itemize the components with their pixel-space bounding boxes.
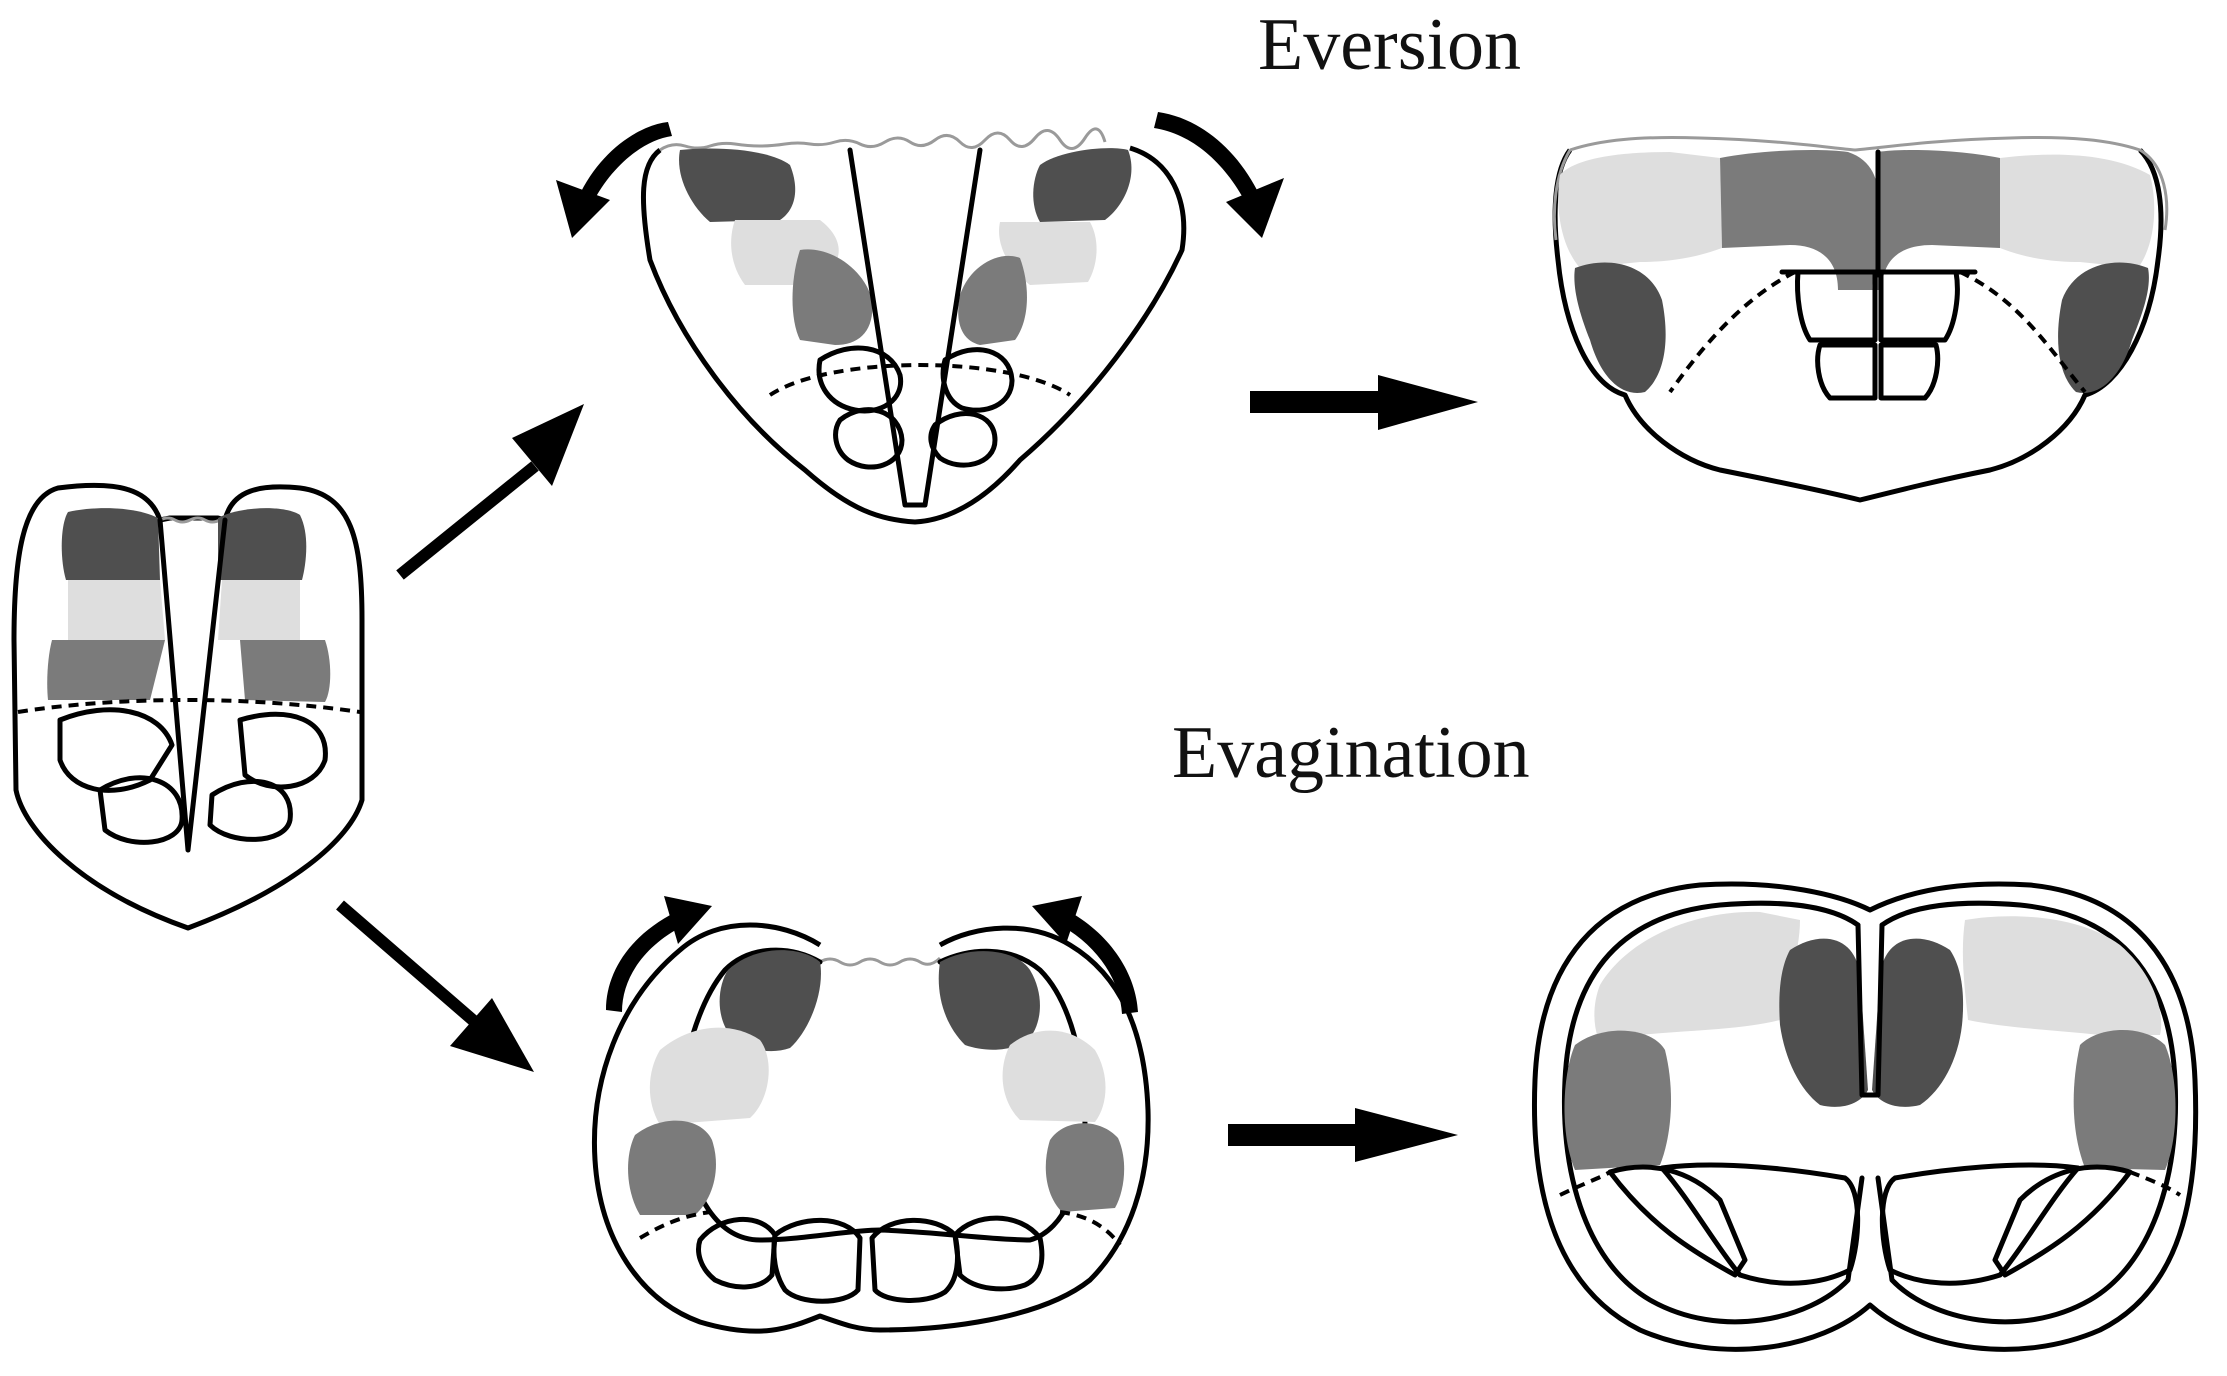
zone-dark-left [1574,262,1666,393]
zone-light-right [1002,1030,1106,1122]
zone-dark-right [938,951,1040,1050]
ventral-lobe-right-lower [207,778,293,842]
ventral-lobe-left-lower [833,407,905,470]
zone-medium-left [47,640,165,700]
ventral-lobe-right-lower [1878,342,1941,401]
stage-evagination-intermediate [591,922,1151,1334]
inner-outline-right [1875,900,2179,1325]
zone-light-left [649,1027,769,1125]
zone-medium-left [792,249,873,345]
ventricle-midline [847,147,983,508]
arrow-to-eversion [396,404,584,580]
curved-arrow-left-out [556,122,672,238]
stage-eversion-intermediate [641,127,1187,525]
roof-membrane [659,127,1107,152]
arrow-eversion-progression [1250,375,1478,430]
zone-medium-right [240,640,331,702]
zone-light-left [68,580,165,640]
ventral-lobe-left-lower [1815,342,1878,401]
ventral-lobe-right-upper [940,347,1015,413]
zone-medium-right [2073,1030,2176,1170]
curved-arrow-right-in [1032,896,1138,1014]
boundary-dashed-right [1959,270,2087,394]
ventral-lobe-right-upper [1878,269,1960,343]
boundary-dashed-left [1668,270,1796,394]
ventral-lobe-1 [696,1217,778,1290]
ventral-lobe-2 [771,1217,863,1304]
zone-light-right [218,580,300,640]
stage-neural-tube [11,482,365,931]
stage-everted-telencephalon [1552,136,2169,503]
ventral-lobe-left-upper [57,707,175,793]
roof-membrane [159,516,221,524]
ventral-lobe-left-upper [1795,269,1878,343]
zone-dark-left [61,508,160,580]
zone-dark-right [2058,262,2149,393]
ventral-lobe-right-lower [928,411,998,468]
arrow-evagination-progression [1228,1108,1458,1162]
zone-dark-left [1779,938,1868,1107]
zone-dark-left [719,950,821,1052]
zone-light-right [2000,154,2155,268]
boundary-dashed-left [638,1210,711,1240]
zone-medium-left [1564,1030,1672,1170]
ventral-lobe-right-outer [1992,1164,2133,1278]
stage-evaginated-telencephalon [1531,881,2199,1352]
ventricle-midline [1855,922,1885,1098]
zone-light-left [1594,911,1800,1038]
eversion-label: Eversion [1258,4,1522,86]
ventral-lobe-left-inner [1659,1162,1861,1286]
ventral-lobe-right-inner [1879,1162,2081,1286]
ventral-lobe-left-outer [1607,1164,1748,1278]
curved-arrow-left-in [606,896,712,1012]
zone-medium-left [628,1120,716,1215]
dorsal-membrane [1569,136,2169,231]
ventral-lobe-left-upper [816,345,904,414]
zone-dark-right [1033,148,1132,222]
inner-outline-left [1561,900,1865,1325]
boundary-dashed-left [1559,1170,1612,1197]
ventral-lobe-4 [952,1215,1045,1292]
arrow-to-evagination [336,900,534,1072]
zone-light-right [1962,916,2162,1035]
roof-membrane [819,956,942,967]
zone-dark-right [218,508,307,580]
zone-medium-right [1045,1123,1125,1212]
curved-arrow-right-out [1154,112,1284,238]
zone-medium-left [1720,150,1879,290]
zone-dark-right [1872,938,1964,1107]
boundary-dashed-right [1059,1210,1122,1247]
zone-medium-right [958,255,1027,345]
zone-medium-right [1872,150,2000,290]
evagination-label: Evagination [1172,712,1530,794]
boundary-dashed [768,363,1072,397]
boundary-dashed-right [2129,1170,2182,1197]
ventral-lobe-left-lower [97,775,185,845]
zone-light-left [1558,152,1722,268]
ventricle-midline [157,517,228,853]
boundary-dashed [17,698,361,714]
zone-dark-left [679,148,796,222]
